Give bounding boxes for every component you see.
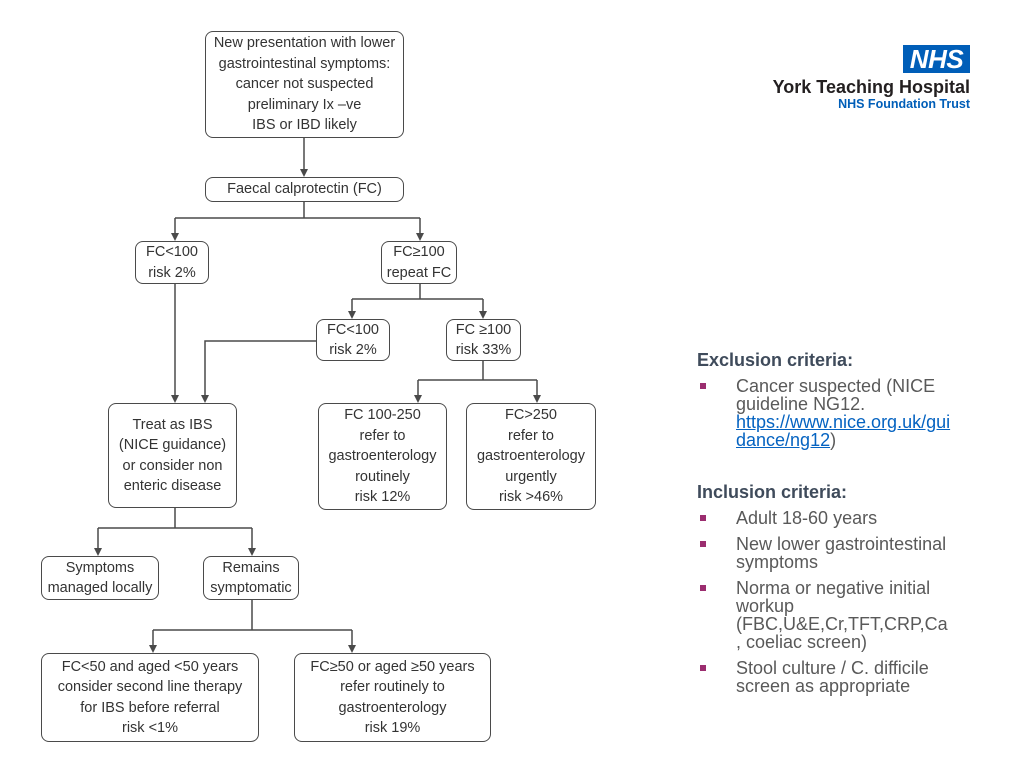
list-item: Cancer suspected (NICE guideline NG12.ht…	[697, 377, 958, 449]
exclusion-criteria-heading: Exclusion criteria:	[697, 350, 854, 370]
exclusion-criteria-list: Cancer suspected (NICE guideline NG12.ht…	[697, 377, 997, 449]
arrowhead	[171, 395, 179, 403]
flow-box-fc-100-250: FC 100-250 refer to gastroenterology rou…	[318, 403, 447, 510]
flow-box-repeat-fc-under-100: FC<100 risk 2%	[316, 319, 390, 361]
arrowhead	[248, 548, 256, 556]
connector-remains-split	[152, 600, 353, 646]
arrowhead	[348, 645, 356, 653]
bullet-icon	[700, 585, 706, 591]
arrowhead	[348, 311, 356, 319]
arrowhead	[94, 548, 102, 556]
nhs-logo: NHS	[903, 45, 970, 73]
arrowhead	[149, 645, 157, 653]
bullet-icon	[700, 665, 706, 671]
connector-fc-test-split	[174, 202, 421, 234]
arrowhead	[533, 395, 541, 403]
exclusion-item-suffix: )	[830, 430, 837, 450]
inclusion-criteria-list: Adult 18-60 years New lower gastrointest…	[697, 509, 997, 695]
inclusion-item-text: New lower gastrointestinal symptoms	[736, 534, 947, 572]
arrowhead	[201, 395, 209, 403]
arrowhead	[300, 169, 308, 177]
bullet-icon	[700, 515, 706, 521]
inclusion-criteria-heading: Inclusion criteria:	[697, 482, 848, 502]
connector-treat-split	[97, 508, 253, 549]
hospital-name: York Teaching Hospital	[772, 77, 970, 97]
flow-box-faecal-calprotectin: Faecal calprotectin (FC)	[205, 177, 404, 202]
flow-box-fc-under-100: FC<100 risk 2%	[135, 241, 209, 284]
arrowhead	[171, 233, 179, 241]
inclusion-item-text: Norma or negative initial workup (FBC,U&…	[736, 578, 948, 652]
flow-box-fc-50-or-more: FC≥50 or aged ≥50 years refer routinely …	[294, 653, 491, 742]
arrowhead	[479, 311, 487, 319]
criteria-panel: Exclusion criteria: Cancer suspected (NI…	[697, 350, 997, 695]
flow-box-fc-over-250: FC>250 refer to gastroenterology urgentl…	[466, 403, 596, 510]
flow-box-fc-100-or-more: FC≥100 repeat FC	[381, 241, 457, 284]
inclusion-item-text: Stool culture / C. difficile screen as a…	[736, 658, 929, 696]
flow-box-fc-under-50: FC<50 and aged <50 years consider second…	[41, 653, 259, 742]
flow-box-treat-as-ibs: Treat as IBS (NICE guidance) or consider…	[108, 403, 237, 508]
connector-risk-33-split	[417, 361, 538, 396]
flow-box-presentation: New presentation with lower gastrointest…	[205, 31, 404, 138]
list-item: Stool culture / C. difficile screen as a…	[697, 659, 958, 695]
arrowhead	[414, 395, 422, 403]
list-item: Norma or negative initial workup (FBC,U&…	[697, 579, 958, 651]
nice-ng12-link[interactable]: https://www.nice.org.uk/guidance/ng12	[736, 412, 951, 450]
arrowhead	[416, 233, 424, 241]
list-item: New lower gastrointestinal symptoms	[697, 535, 958, 571]
bullet-icon	[700, 383, 706, 389]
inclusion-item-text: Adult 18-60 years	[736, 508, 878, 528]
list-item: Adult 18-60 years	[697, 509, 958, 527]
flow-box-managed-locally: Symptoms managed locally	[41, 556, 159, 600]
trust-name: NHS Foundation Trust	[838, 97, 970, 111]
bullet-icon	[700, 541, 706, 547]
connector-repeat-under-100-to-treat	[204, 340, 316, 396]
exclusion-item-text: Cancer suspected (NICE guideline NG12.	[736, 376, 936, 414]
flow-box-remains-symptomatic: Remains symptomatic	[203, 556, 299, 600]
connector-repeat-fc-split	[351, 284, 484, 312]
flow-box-repeat-fc-100-or-more: FC ≥100 risk 33%	[446, 319, 521, 361]
